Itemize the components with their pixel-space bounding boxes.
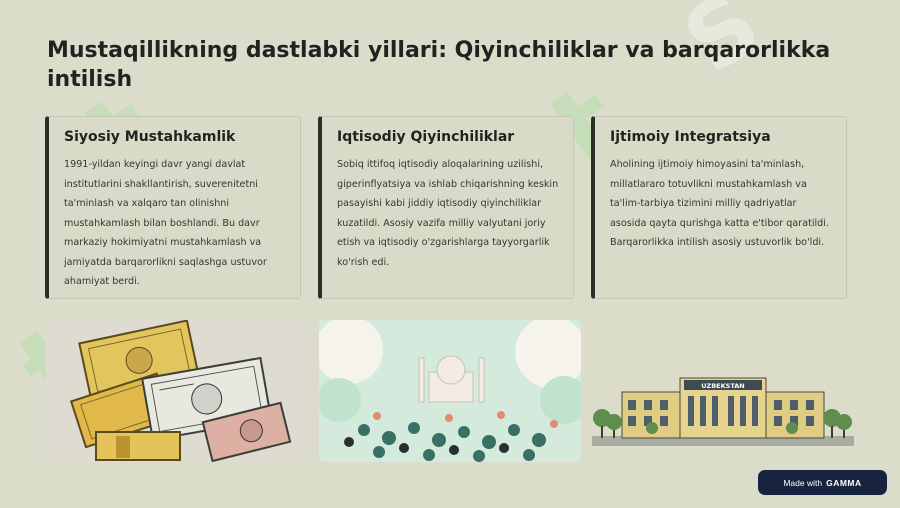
building-image: UZBEKSTAN — [592, 320, 854, 462]
card-text: 1991-yildan keyingi davr yangi davlat in… — [64, 159, 267, 287]
building-sign: UZBEKSTAN — [701, 382, 745, 390]
building-illustration: UZBEKSTAN — [592, 320, 854, 462]
card-text: Aholining ijtimoiy himoyasini ta'minlash… — [610, 159, 829, 248]
made-with-gamma-badge[interactable]: Made with GAMMA — [758, 470, 887, 495]
card-text: Sobiq ittifoq iqtisodiy aloqalarining uz… — [337, 159, 559, 268]
card-heading: Iqtisodiy Qiyinchiliklar — [337, 129, 515, 145]
card-social: Ijtimoiy Integratsiya Aholining ijtimoiy… — [591, 116, 847, 299]
banknotes-image — [46, 320, 308, 462]
badge-prefix: Made with — [783, 477, 823, 488]
page-title: Mustaqillikning dastlabki yillari: Qiyin… — [47, 38, 831, 92]
crowd-illustration — [319, 320, 581, 462]
badge-brand: GAMMA — [826, 477, 862, 488]
card-economic: Iqtisodiy Qiyinchiliklar Sobiq ittifoq i… — [318, 116, 574, 299]
card-heading: Siyosiy Mustahkamlik — [64, 129, 236, 145]
card-political: Siyosiy Mustahkamlik 1991-yildan keyingi… — [45, 116, 301, 299]
card-heading: Ijtimoiy Integratsiya — [610, 129, 771, 145]
crowd-image — [319, 320, 581, 462]
banknotes-illustration — [46, 320, 308, 462]
